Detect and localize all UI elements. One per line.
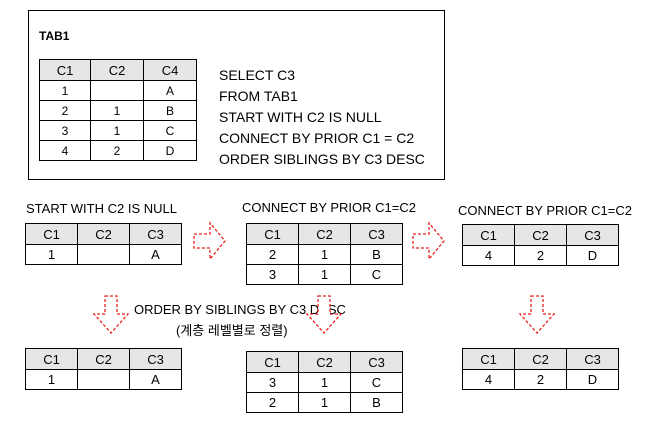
source-table: C1 C2 C4 1 A 2 1 B 3 1 C 4 2 [39, 59, 197, 161]
sql-line: SELECT C3 [219, 67, 295, 83]
header-c1: C1 [25, 223, 78, 245]
table-row: 4 2 D [462, 245, 619, 266]
table-row: 2 1 B [246, 392, 403, 413]
source-table-panel: TAB1 C1 C2 C4 1 A 2 1 B 3 1 C [28, 10, 445, 180]
order-note: (계층 레벨별로 정렬) [176, 323, 288, 338]
sorted-start-table: C1 C2 C3 1 A [25, 348, 182, 390]
table-cell: 1 [25, 369, 78, 390]
table-cell: D [566, 245, 619, 266]
start-table: C1 C2 C3 1 A [25, 223, 182, 265]
right-arrow-icon [193, 221, 226, 261]
header-c1: C1 [246, 351, 299, 373]
level2-table: C1 C2 C3 2 1 B 3 1 C [246, 223, 403, 285]
connect-by-label-1: CONNECT BY PRIOR C1=C2 [242, 200, 416, 215]
connect-by-label-2: CONNECT BY PRIOR C1=C2 [458, 203, 632, 218]
sql-query: SELECT C3 FROM TAB1 START WITH C2 IS NUL… [219, 65, 425, 170]
sorted-level3-table: C1 C2 C3 4 2 D [462, 348, 619, 390]
sql-line: ORDER SIBLINGS BY C3 DESC [219, 151, 425, 167]
level3-table: C1 C2 C3 4 2 D [462, 224, 619, 266]
header-c3: C3 [350, 351, 403, 373]
source-table-name: TAB1 [39, 29, 70, 43]
header-c3: C3 [566, 348, 619, 370]
table-cell: A [129, 244, 182, 265]
header-c3: C3 [566, 224, 619, 246]
table-row: 3 1 C [246, 264, 403, 285]
table-cell: C [350, 264, 403, 285]
table-row: 3 1 C [246, 372, 403, 393]
down-arrow-icon [518, 295, 556, 334]
header-c1: C1 [462, 348, 515, 370]
sql-line: FROM TAB1 [219, 88, 298, 104]
table-cell: A [129, 369, 182, 390]
table-row: 1 A [25, 244, 182, 265]
table-cell: 1 [298, 264, 351, 285]
header-c1: C1 [246, 223, 299, 245]
start-with-label: START WITH C2 IS NULL [26, 201, 177, 216]
right-arrow-icon [412, 221, 445, 261]
sql-line: START WITH C2 IS NULL [219, 109, 382, 125]
table-row: 3 1 C [39, 120, 197, 141]
header-c3: C3 [129, 223, 182, 245]
table-row: 1 A [25, 369, 182, 390]
down-arrow-icon [92, 295, 130, 334]
table-row: 4 2 D [39, 140, 197, 161]
table-cell: D [143, 140, 197, 161]
header-c2: C2 [298, 351, 351, 373]
table-cell: D [566, 369, 619, 390]
table-cell: A [143, 80, 197, 101]
header-c1: C1 [462, 224, 515, 246]
table-cell: B [350, 392, 403, 413]
table-row: 2 1 B [39, 100, 197, 121]
sorted-level2-table: C1 C2 C3 3 1 C 2 1 B [246, 351, 403, 413]
header-c3: C3 [350, 223, 403, 245]
header-c2: C2 [77, 348, 130, 370]
source-header-c2: C2 [90, 59, 144, 81]
sql-line: CONNECT BY PRIOR C1 = C2 [219, 130, 415, 146]
down-arrow-icon [305, 295, 343, 334]
table-row: 4 2 D [462, 369, 619, 390]
order-siblings-label: ORDER BY SIBLINGS BY C3 DESC [134, 302, 346, 317]
